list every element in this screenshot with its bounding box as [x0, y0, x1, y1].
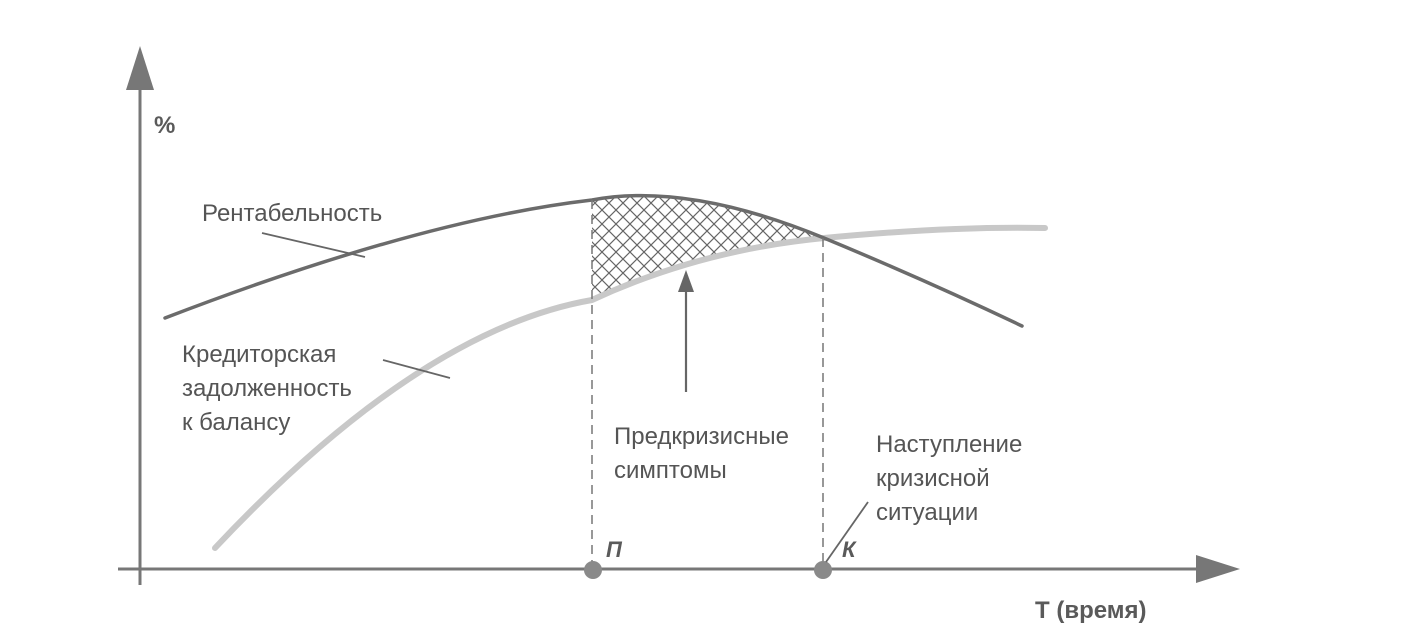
y-axis [126, 46, 154, 585]
crisis-onset-label-line2: кризисной [876, 465, 990, 492]
x-axis-label: Т (время) [1035, 597, 1147, 624]
x-axis [118, 555, 1240, 583]
precrisis-arrow [678, 270, 694, 392]
precrisis-label-line1: Предкризисные [614, 423, 789, 450]
payables-label-line1: Кредиторская [182, 341, 336, 368]
payables-leader [382, 359, 451, 379]
precrisis-label-line2: симптомы [614, 457, 727, 484]
point-k-label: К [842, 537, 857, 562]
payables-label-line2: задолженность [182, 375, 352, 402]
point-p-marker [584, 561, 602, 579]
profitability-curve [163, 193, 1024, 328]
profitability-label: Рентабельность [202, 200, 382, 227]
point-k-marker [814, 561, 832, 579]
y-axis-label: % [154, 112, 175, 139]
payables-label-line3: к балансу [182, 409, 290, 436]
payables-curve [212, 224, 1048, 551]
crisis-onset-leader [825, 501, 869, 563]
profitability-leader [261, 232, 366, 258]
point-p-label: П [606, 537, 623, 562]
crisis-onset-label-line1: Наступление [876, 431, 1022, 458]
crisis-onset-label-line3: ситуации [876, 499, 978, 526]
